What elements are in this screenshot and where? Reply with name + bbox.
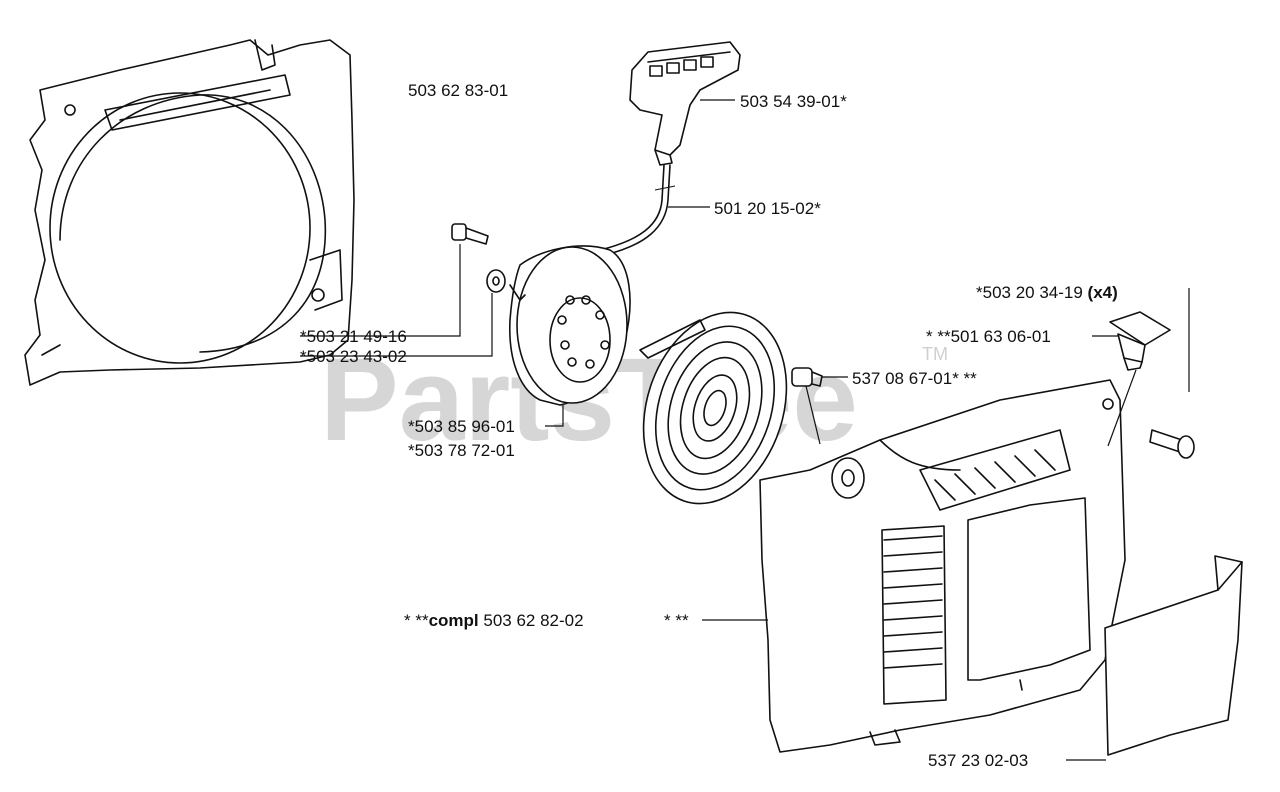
cover-vent-slots	[881, 525, 947, 705]
recoil-spring-part	[639, 311, 788, 505]
watermark-trademark: TM	[922, 344, 948, 364]
label-compl-prefix: * **	[404, 611, 429, 630]
label-screw-x4-number: *503 20 34-19	[976, 283, 1088, 302]
label-cord: 501 20 15-02*	[714, 199, 821, 218]
label-washer-a: *503 23 43-02	[300, 347, 407, 366]
label-compl-word: compl	[429, 611, 479, 630]
fan-housing-part	[24, 39, 355, 386]
label-pulley-a: *503 85 96-01	[408, 417, 515, 436]
bushing-part	[791, 367, 823, 387]
pulley-screw-part	[451, 223, 489, 245]
label-handle: 503 54 39-01*	[740, 92, 847, 111]
decal-part	[1104, 555, 1243, 756]
label-decal: 537 23 02-03	[928, 751, 1028, 770]
label-compl-suffix: * **	[664, 611, 689, 630]
label-screw-a: *503 21 49-16	[300, 327, 407, 346]
starter-cover-part	[759, 379, 1126, 753]
label-plug: * **501 63 06-01	[926, 327, 1051, 346]
label-bushing: 537 08 67-01* **	[852, 369, 977, 388]
starter-pulley-part	[509, 245, 631, 406]
washer-part	[486, 269, 506, 293]
label-screw-x4-qty: (x4)	[1088, 283, 1118, 302]
plug-part	[1109, 311, 1171, 371]
label-pulley-b: *503 78 72-01	[408, 441, 515, 460]
label-screw-x4: *503 20 34-19 (x4)	[976, 283, 1118, 302]
cover-screw-part	[1149, 429, 1195, 459]
label-compl-number: 503 62 82-02	[479, 611, 584, 630]
label-compl: * **compl 503 62 82-02	[404, 611, 584, 630]
label-housing: 503 62 83-01	[408, 81, 508, 100]
starter-handle-part	[629, 41, 741, 166]
